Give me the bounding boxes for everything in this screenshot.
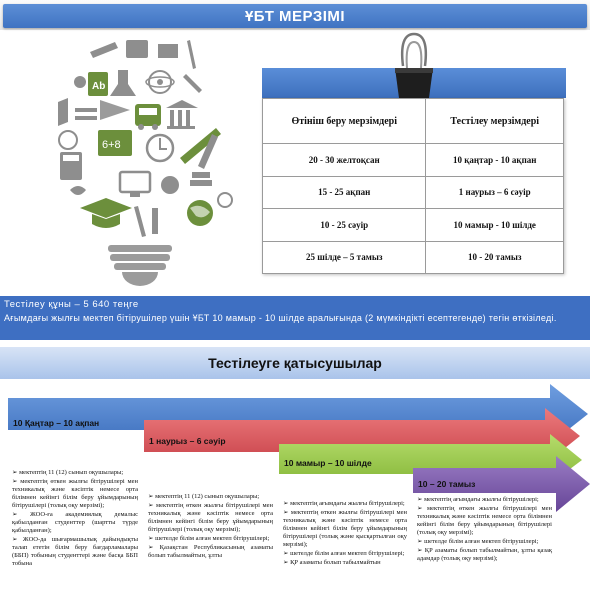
table-row: 25 шілде – 5 тамыз 10 - 20 тамыз — [261, 240, 564, 274]
table-row: 15 - 25 ақпан 1 наурыз – 6 сәуір — [261, 175, 564, 209]
free-test-note: Ағымдағы жылғы мектеп бітірушілер үшін Ұ… — [4, 313, 557, 323]
table-row: 10 - 25 сәуір 10 мамыр - 10 шілде — [261, 208, 564, 242]
list-item: ➢ мектептің өткен жылғы бітірушілері мен… — [283, 509, 407, 548]
stage-2-participants: ➢ мектептің 11 (12) сынып оқушылары; ➢ м… — [144, 490, 277, 590]
application-period: 15 - 25 ақпан — [261, 175, 427, 209]
list-item: ➢ ЖОО-ға академиялық демалыс қабылданған… — [12, 511, 138, 534]
stage-4-label: 10 – 20 тамыз — [418, 479, 476, 489]
table-row: 20 - 30 желтоқсан 10 қаңтар - 10 ақпан — [261, 143, 564, 177]
list-item: ➢ шетелде білім алған мектеп бітірушілер… — [148, 535, 270, 542]
testing-period: 1 наурыз – 6 сәуір — [425, 175, 564, 209]
stage-1-label: 10 Қаңтар – 10 ақпан — [13, 418, 100, 428]
stage-3-label: 10 мамыр – 10 шілде — [284, 458, 372, 468]
list-item: ➢ ҚР азаматы болып табылмайтын — [283, 559, 381, 566]
list-item: ➢ мектептің өткен жылғы бітірушілері мен… — [12, 478, 138, 509]
header-bar: ҰБТ МЕРЗІМІ — [3, 4, 587, 28]
list-item: ➢ Қазақстан Республикасының азаматы болы… — [148, 544, 273, 559]
list-item: ➢ мектептің өткен жылғы бітірушілері мен… — [417, 505, 552, 536]
application-period: 20 - 30 желтоқсан — [261, 143, 427, 177]
application-period: 25 шілде – 5 тамыз — [261, 240, 427, 274]
participants-title-band — [0, 347, 590, 379]
column-header-application: Өтініш беру мерзімдері — [261, 98, 427, 144]
lightbulb-education-icon: Ab 6+8 — [58, 40, 233, 286]
list-item: ➢ мектептің ағымдағы жылғы бітірушілері; — [283, 500, 405, 507]
svg-text:6+8: 6+8 — [102, 139, 121, 151]
page-title: ҰБТ МЕРЗІМІ — [244, 8, 346, 25]
list-item: ➢ ЖОО-да шығармашылық дайындықты талап е… — [12, 536, 138, 567]
stage-3-participants: ➢ мектептің ағымдағы жылғы бітірушілері;… — [279, 497, 411, 590]
column-header-testing: Тестілеу мерзімдері — [425, 98, 564, 144]
schedule-table: Өтініш беру мерзімдері Тестілеу мерзімде… — [261, 98, 564, 274]
testing-period: 10 мамыр - 10 шілде — [425, 208, 564, 242]
list-item: ➢ шетелде білім алған мектеп бітірушілер… — [283, 550, 405, 557]
test-price: Тестілеу құны – 5 640 теңге — [4, 299, 139, 310]
table-header-row: Өтініш беру мерзімдері Тестілеу мерзімде… — [261, 98, 564, 144]
stage-4-participants: ➢ мектептің ағымдағы жылғы бітірушілері;… — [413, 493, 556, 590]
application-period: 10 - 25 сәуір — [261, 208, 427, 242]
binder-clip-icon — [395, 32, 433, 98]
testing-period: 10 - 20 тамыз — [425, 240, 564, 274]
svg-text:Ab: Ab — [92, 81, 105, 92]
list-item: ➢ шетелде білім алған мектеп бітірушілер… — [417, 538, 539, 545]
stage-1-participants: ➢ мектептің 11 (12) сынып оқушылары; ➢ м… — [8, 466, 142, 590]
list-item: ➢ мектептің өткен жылғы бітірушілері мен… — [148, 502, 273, 533]
list-item: ➢ мектептің 11 (12) сынып оқушылары; — [148, 493, 260, 500]
list-item: ➢ мектептің 11 (12) сынып оқушылары; — [12, 469, 124, 476]
stage-2-label: 1 наурыз – 6 сәуір — [149, 436, 226, 446]
list-item: ➢ ҚР азаматы болып табылмайтын, ұлты қаз… — [417, 547, 552, 562]
list-item: ➢ мектептің ағымдағы жылғы бітірушілері; — [417, 496, 539, 503]
testing-period: 10 қаңтар - 10 ақпан — [425, 143, 564, 177]
info-bar — [0, 296, 590, 340]
participants-title: Тестілеуге қатысушылар — [208, 355, 382, 371]
